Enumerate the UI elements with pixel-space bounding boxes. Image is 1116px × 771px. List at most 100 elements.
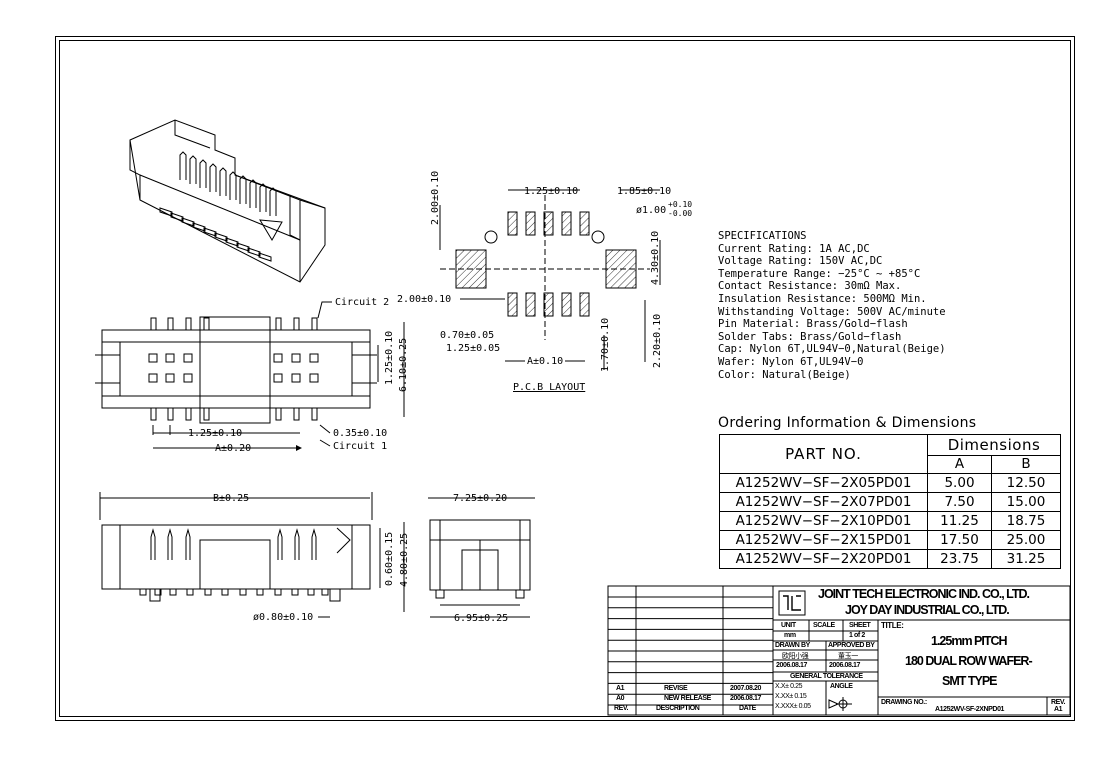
iso-pin	[249, 179, 257, 208]
pcb-pad-bottom	[507, 292, 518, 317]
iso-pin	[199, 159, 207, 188]
spec-line: Insulation Resistance: 500MΩ Min.	[718, 292, 927, 305]
part-number: A1252WV−SF−2X15PD01	[719, 530, 928, 550]
dim-pcb-a: A±0.10	[527, 356, 563, 367]
company-name-1: JOINT TECH ELECTRONIC IND. CO., LTD.	[818, 587, 1030, 601]
front-view	[101, 524, 371, 602]
spec-line: Temperature Range: −25°C ~ +85°C	[718, 267, 921, 280]
top-lead	[150, 317, 157, 331]
dim-pcb-hole: ø1.00	[636, 205, 666, 216]
pcb-pad-bottom	[525, 292, 536, 317]
iso-leg	[214, 232, 228, 242]
iso-leg	[236, 242, 250, 252]
tolerance-1: X.X± 0.25	[775, 683, 803, 690]
pcb-pad-bottom	[561, 292, 572, 317]
pcb-dims: 2.00±0.10 1.25±0.10 1.85±0.10 ø1.00 +0.1…	[397, 171, 692, 393]
rev-row-rev: A0	[616, 695, 625, 702]
spec-line: Cap: Nylon 6T,UL94V−0,Natural(Beige)	[718, 343, 946, 356]
top-lead	[167, 317, 174, 331]
drawing-border-outer	[55, 36, 1075, 721]
general-tolerance-label: GENERAL TOLERANCE	[790, 673, 863, 680]
ordering-title: Ordering Information & Dimensions	[718, 415, 977, 431]
drawn-date: 2006.08.17	[776, 662, 808, 669]
part-number: A1252WV−SF−2X10PD01	[719, 511, 928, 531]
spec-line: Pin Material: Brass/Gold−flash	[718, 318, 908, 331]
front-pin	[150, 528, 156, 560]
dim-side-695: 6.95±0.25	[454, 613, 508, 624]
top-contact	[309, 373, 319, 383]
dim-front-b: B±0.25	[213, 493, 249, 504]
front-foot	[221, 588, 229, 596]
rev-row-date: 2007.08.20	[730, 685, 762, 692]
top-lead	[311, 407, 318, 421]
top-view-dims: 1.25±0.10 A±0.20 0.35±0.10 Circuit 1 Cir…	[152, 297, 409, 454]
dim-top-035: 0.35±0.10	[333, 428, 387, 439]
pcb-pad-top	[561, 211, 572, 236]
angle-label: ANGLE	[830, 683, 853, 690]
drawing-title-3: SMT TYPE	[942, 674, 998, 688]
dim-a-value: 11.25	[927, 511, 992, 531]
spec-line: Solder Tabs: Brass/Gold−flash	[718, 330, 902, 343]
unit-value: mm	[784, 632, 796, 639]
circuit1-label: Circuit 1	[333, 441, 387, 452]
sheet-value: 1 of 2	[849, 632, 865, 639]
drawing-no: A1252WV-SF-2XNPD01	[935, 706, 1005, 713]
top-lead	[275, 407, 282, 421]
top-lead	[203, 407, 210, 421]
iso-leg	[247, 247, 261, 257]
specs-title: SPECIFICATIONS	[718, 230, 807, 242]
drawing-title-1: 1.25mm PITCH	[931, 634, 1008, 648]
top-contact	[148, 373, 158, 383]
top-lead	[167, 407, 174, 421]
iso-pin	[259, 183, 267, 212]
dim-b-value: 31.25	[991, 549, 1061, 569]
spec-line: Current Rating: 1A AC,DC	[718, 242, 870, 255]
iso-pin	[229, 171, 237, 200]
drawing-no-label: DRAWING NO.:	[881, 699, 927, 706]
top-contact	[183, 373, 193, 383]
header-part-no: PART NO.	[719, 434, 928, 474]
iso-leg	[192, 222, 206, 232]
header-dimensions: Dimensions	[927, 434, 1061, 456]
pcb-pad-top	[543, 211, 554, 236]
front-pin	[277, 528, 283, 560]
title-block-grid	[607, 585, 1071, 716]
rev-row-description: NEW RELEASE	[664, 695, 711, 702]
spec-line: Contact Resistance: 30mΩ Max.	[718, 280, 902, 293]
front-foot	[139, 588, 147, 596]
front-foot	[239, 588, 247, 596]
front-view-dims: B±0.25 0.60±0.15 4.80±0.25 ø0.80±0.10	[99, 492, 410, 623]
iso-pin	[239, 175, 247, 204]
ordering-table: PART NO. Dimensions A B A1252WV−SF−2X05P…	[719, 434, 1061, 569]
dim-top-a: A±0.20	[215, 443, 251, 454]
isometric-view	[129, 119, 326, 283]
dim-top-610: 6.10±0.25	[398, 338, 409, 392]
approved-by-label: APPROVED BY	[828, 642, 875, 649]
top-lead	[311, 317, 318, 331]
dim-pcb-185: 1.85±0.10	[617, 186, 671, 197]
front-foot	[274, 588, 282, 596]
drawing-border-inner	[59, 40, 1071, 717]
top-lead	[185, 407, 192, 421]
rev-label: REV.	[1051, 699, 1066, 706]
iso-leg	[203, 227, 217, 237]
dim-pcb-200v: 2.00±0.10	[430, 171, 441, 225]
top-contact	[273, 373, 283, 383]
top-lead	[293, 317, 300, 331]
dim-pcb-hole-tol-dn: -0.00	[668, 209, 692, 218]
dim-pcb-125: 1.25±0.10	[524, 186, 578, 197]
pcb-pad-top	[525, 211, 536, 236]
dim-pcb-hole-tol-up: +0.10	[668, 200, 692, 209]
tolerance-2: X.XX± 0.15	[775, 693, 807, 700]
sheet-label: SHEET	[849, 622, 871, 629]
front-pin	[185, 528, 191, 560]
front-foot	[256, 588, 264, 596]
dim-b-value: 25.00	[991, 530, 1061, 550]
circuit2-label: Circuit 2	[335, 297, 389, 308]
rev-value: A1	[1054, 706, 1063, 713]
front-foot	[186, 588, 194, 596]
